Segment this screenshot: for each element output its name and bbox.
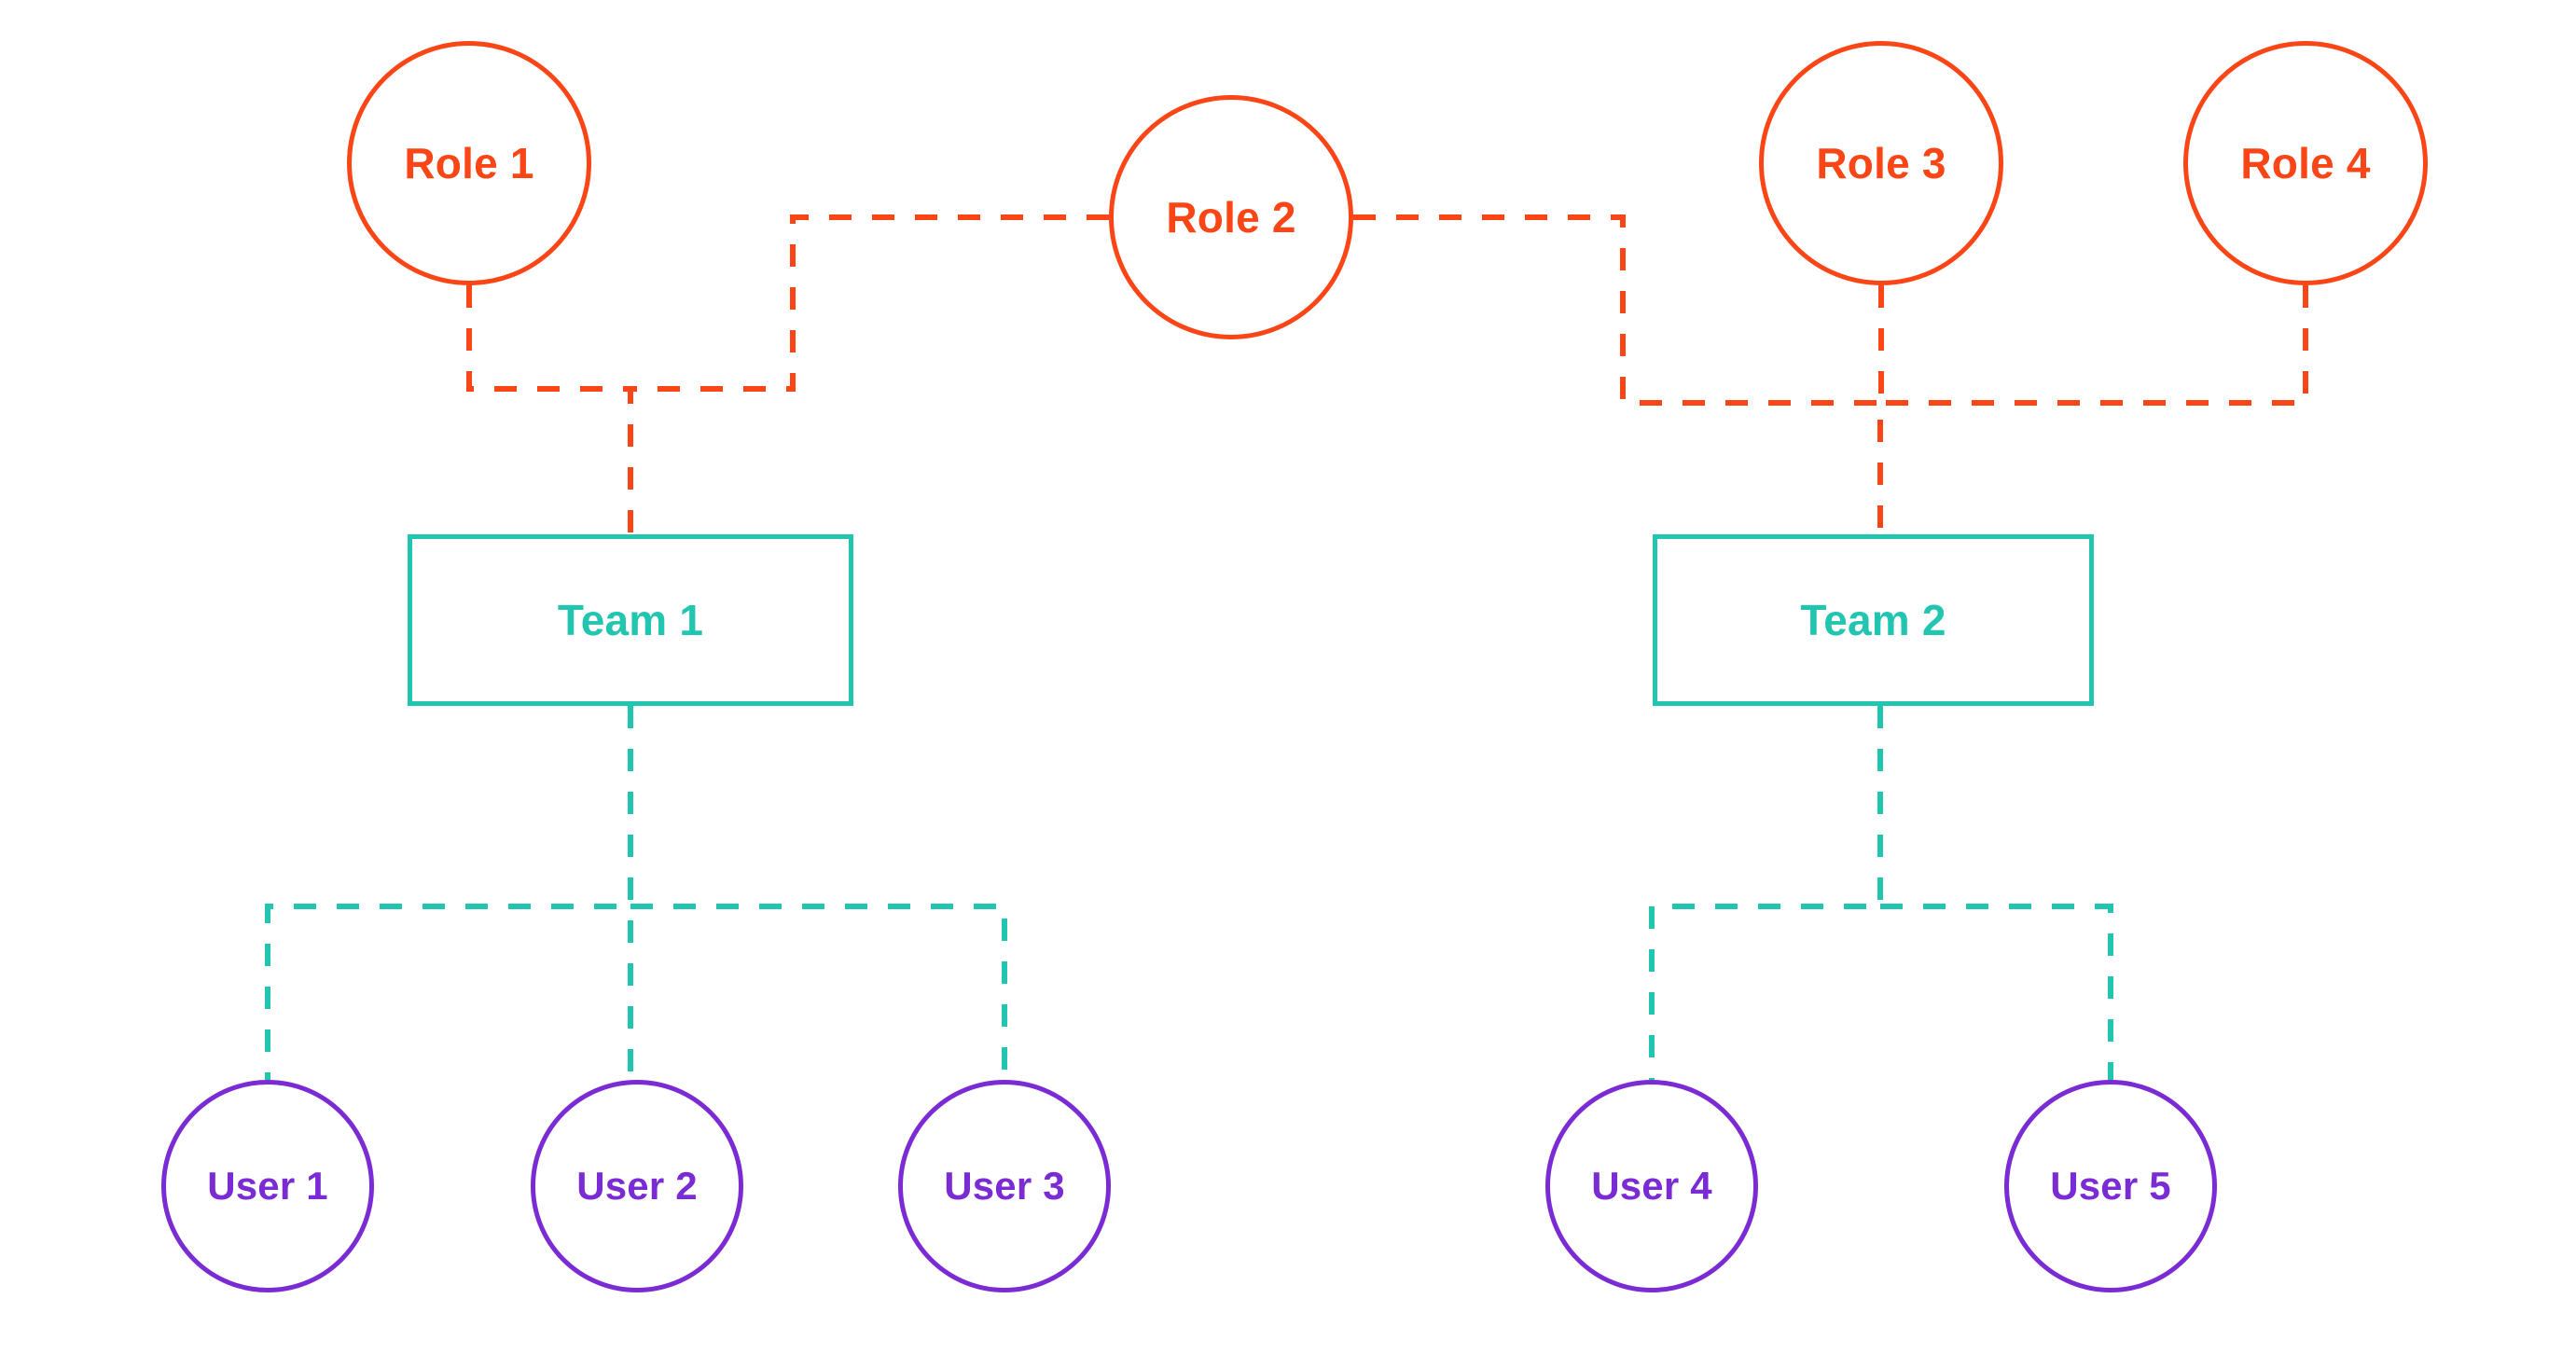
edge-role2-team1 bbox=[630, 214, 1109, 392]
edge-team2-user4 bbox=[1649, 706, 1883, 1080]
user-node-user4-label: User 4 bbox=[1591, 1164, 1712, 1208]
team-node-team1-label: Team 1 bbox=[557, 596, 704, 644]
role-node-role1-label: Role 1 bbox=[404, 139, 534, 187]
team-node-team2-label: Team 2 bbox=[1800, 596, 1946, 644]
role-node-role4-label: Role 4 bbox=[2240, 139, 2371, 187]
role-node-role4[interactable]: Role 4 bbox=[2183, 41, 2428, 285]
edge-team1-user1 bbox=[265, 706, 633, 1080]
role-node-role3-label: Role 3 bbox=[1816, 139, 1946, 187]
edge-role1-team1 bbox=[466, 285, 633, 534]
user-node-user4[interactable]: User 4 bbox=[1545, 1080, 1758, 1292]
edge-role2-team2 bbox=[1353, 214, 1883, 534]
team-node-team1[interactable]: Team 1 bbox=[408, 534, 853, 706]
edge-team2-user5 bbox=[1880, 904, 2113, 1080]
role-node-role3[interactable]: Role 3 bbox=[1759, 41, 2003, 285]
user-node-user5-label: User 5 bbox=[2050, 1164, 2171, 1208]
user-node-user1[interactable]: User 1 bbox=[161, 1080, 374, 1292]
role-node-role2-label: Role 2 bbox=[1166, 193, 1296, 242]
edge-team1-user3 bbox=[630, 904, 1007, 1080]
team-node-team2[interactable]: Team 2 bbox=[1653, 534, 2094, 706]
user-node-user2[interactable]: User 2 bbox=[531, 1080, 743, 1292]
user-node-user3-label: User 3 bbox=[944, 1164, 1065, 1208]
edge-role4-team2 bbox=[1880, 285, 2308, 406]
role-node-role2[interactable]: Role 2 bbox=[1109, 95, 1353, 339]
user-node-user3[interactable]: User 3 bbox=[898, 1080, 1111, 1292]
user-node-user5[interactable]: User 5 bbox=[2004, 1080, 2217, 1292]
user-node-user1-label: User 1 bbox=[207, 1164, 328, 1208]
user-node-user2-label: User 2 bbox=[576, 1164, 698, 1208]
role-node-role1[interactable]: Role 1 bbox=[347, 41, 591, 285]
